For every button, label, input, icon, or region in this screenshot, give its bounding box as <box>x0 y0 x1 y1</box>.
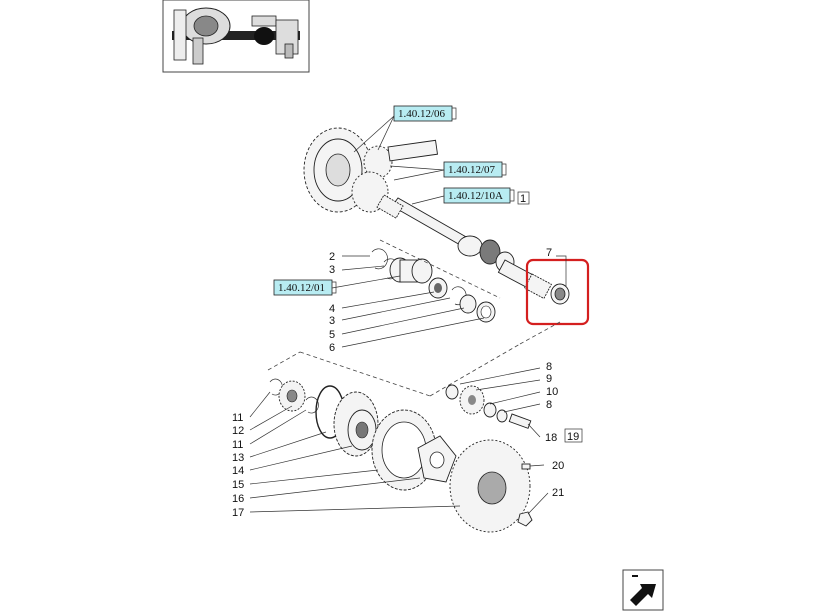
snap-ring-11 <box>269 378 283 396</box>
seal-5 <box>459 294 477 314</box>
callout-7: 7 <box>546 247 552 259</box>
callout-18: 18 <box>545 432 557 444</box>
planet-gear-12 <box>278 380 306 412</box>
callout-2: 2 <box>329 251 335 263</box>
ref-box-3[interactable]: 1.40.12/10A <box>443 187 511 204</box>
svg-text:1: 1 <box>520 193 526 205</box>
callout-12: 12 <box>232 425 244 437</box>
needle-bearing-10 <box>483 402 497 418</box>
callout-21: 21 <box>552 487 564 499</box>
callout-8b: 8 <box>546 399 552 411</box>
callout-6: 6 <box>329 342 335 354</box>
washer-8 <box>445 384 459 400</box>
callout-17: 17 <box>232 507 244 519</box>
axle-assembly-thumbnail-icon[interactable] <box>162 0 310 73</box>
screw-20 <box>521 463 531 470</box>
callout-14: 14 <box>232 465 244 477</box>
svg-text:1.40.12/06: 1.40.12/06 <box>398 108 446 120</box>
svg-text:1.40.12/01: 1.40.12/01 <box>278 282 325 294</box>
callout-13: 13 <box>232 452 244 464</box>
callout-11: 11 <box>232 412 243 424</box>
callout-3: 3 <box>329 264 335 276</box>
hub-flange-17 <box>449 439 531 533</box>
snap-ring-3b <box>451 286 467 306</box>
callout-16: 16 <box>232 493 244 505</box>
stub-shaft-end <box>523 273 570 305</box>
bevel-pinion <box>351 139 438 213</box>
ref-box-4[interactable]: 1.40.12/01 <box>273 279 333 296</box>
callout-8: 8 <box>546 361 552 373</box>
flange-16 <box>417 435 457 483</box>
pin-18 <box>508 413 532 429</box>
svg-text:1.40.12/10A: 1.40.12/10A <box>448 190 503 202</box>
callout-19: 19 <box>564 428 583 443</box>
next-page-arrow-icon[interactable] <box>622 569 664 611</box>
snap-ring-11b <box>305 396 319 414</box>
svg-text:19: 19 <box>567 431 579 443</box>
callout-4: 4 <box>329 303 335 315</box>
callout-15: 15 <box>232 479 244 491</box>
bearing-4 <box>428 277 448 299</box>
callout-3b: 3 <box>329 315 335 327</box>
callout-5: 5 <box>329 329 335 341</box>
universal-joint <box>457 235 538 290</box>
planet-carrier-14 <box>333 391 379 457</box>
callout-9: 9 <box>546 373 552 385</box>
svg-text:1.40.12/07: 1.40.12/07 <box>448 164 496 176</box>
planet-gear-9 <box>459 385 485 415</box>
bushing <box>389 257 433 284</box>
ref-box-2[interactable]: 1.40.12/07 <box>443 161 503 178</box>
ref-box-1[interactable]: 1.40.12/06 <box>393 105 453 122</box>
callout-11b: 11 <box>232 439 243 451</box>
ring-6 <box>476 301 496 323</box>
callout-1: 1 <box>517 191 530 205</box>
washer-8b <box>496 409 508 423</box>
callout-20: 20 <box>552 460 564 472</box>
snap-ring-2 <box>371 248 388 270</box>
callout-10: 10 <box>546 386 558 398</box>
screw-21 <box>517 511 533 527</box>
highlight-box-part-7 <box>525 258 590 326</box>
